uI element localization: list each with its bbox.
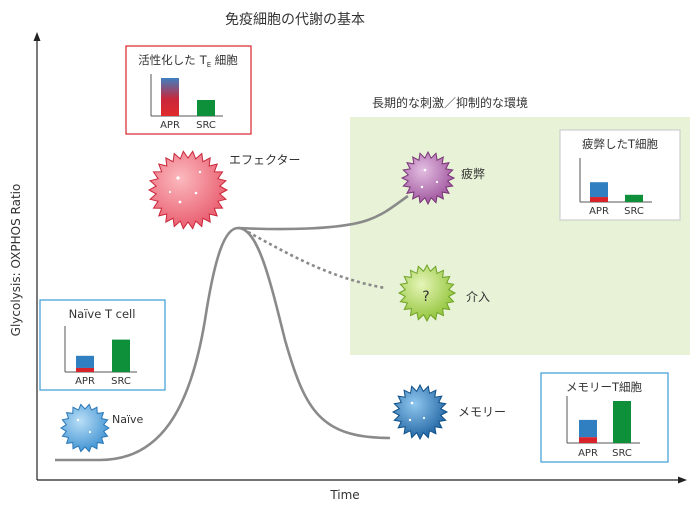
y-axis-label: Glycolysis: OXPHOS Ratio xyxy=(9,184,23,337)
inset-naive-title: Naïve T cell xyxy=(69,307,136,321)
inset-exhausted-src-label: SRC xyxy=(624,206,644,217)
inset-memory-apr-red-segment xyxy=(579,437,597,443)
memory-label: メモリー xyxy=(458,405,506,419)
inset-memory-title: メモリーT細胞 xyxy=(566,380,643,394)
intervention-label: 介入 xyxy=(466,290,490,304)
inset-activated-apr-bar xyxy=(161,78,179,116)
naive-label: Naïve xyxy=(112,413,144,426)
inset-activated-apr-label: APR xyxy=(160,120,180,131)
inset-activated-border xyxy=(125,45,252,135)
region-label: 長期的な刺激／抑制的な環境 xyxy=(372,95,528,110)
exhausted-cell xyxy=(400,150,456,206)
inset-exhausted: 疲弊したT細胞 APR SRC xyxy=(559,129,681,221)
effector-label: エフェクター xyxy=(229,153,301,167)
inset-memory-apr-bar xyxy=(579,419,597,443)
exhausted-label: 疲弊 xyxy=(461,166,485,181)
inset-memory-src-label: SRC xyxy=(612,448,632,459)
inset-naive-apr-label: APR xyxy=(75,376,95,387)
inset-exhausted-apr-blue-segment xyxy=(590,182,608,198)
y-axis-arrow xyxy=(33,32,41,41)
x-axis-arrow xyxy=(678,476,687,484)
intervention-cell: ? xyxy=(397,263,457,323)
inset-naive-apr-bar xyxy=(76,355,94,372)
inset-memory-src-bar xyxy=(613,401,631,443)
effector-cell xyxy=(147,150,229,230)
inset-memory: メモリーT細胞 APR SRC xyxy=(540,372,669,463)
naive-cell xyxy=(60,403,110,453)
diagram-title: 免疫細胞の代謝の基本 xyxy=(225,11,365,28)
inset-memory-apr-label: APR xyxy=(578,448,598,459)
exhaustion-curve xyxy=(237,194,409,231)
naive-to-effector-curve xyxy=(55,226,391,462)
inset-naive-src-bar xyxy=(112,339,130,372)
inset-activated-src-label: SRC xyxy=(196,120,216,131)
question-mark: ? xyxy=(422,289,429,305)
inset-naive: Naïve T cell APR SRC xyxy=(39,299,166,391)
inset-exhausted-apr-label: APR xyxy=(589,206,609,217)
memory-cell xyxy=(391,383,449,441)
inset-exhausted-apr-bar xyxy=(590,182,608,202)
inset-naive-src-label: SRC xyxy=(111,376,131,387)
inset-naive-border xyxy=(39,299,166,391)
inset-activated-src-bar xyxy=(197,100,215,116)
inset-exhausted-title: 疲弊したT細胞 xyxy=(582,137,659,151)
inset-memory-border xyxy=(540,372,669,463)
inset-exhausted-src-bar xyxy=(625,194,643,202)
inset-exhausted-apr-red-segment xyxy=(590,197,608,202)
x-axis-label: Time xyxy=(329,488,359,502)
inset-naive-apr-red-segment xyxy=(76,367,94,372)
inset-memory-apr-blue-segment xyxy=(579,419,597,438)
inset-naive-apr-blue-segment xyxy=(76,355,94,368)
